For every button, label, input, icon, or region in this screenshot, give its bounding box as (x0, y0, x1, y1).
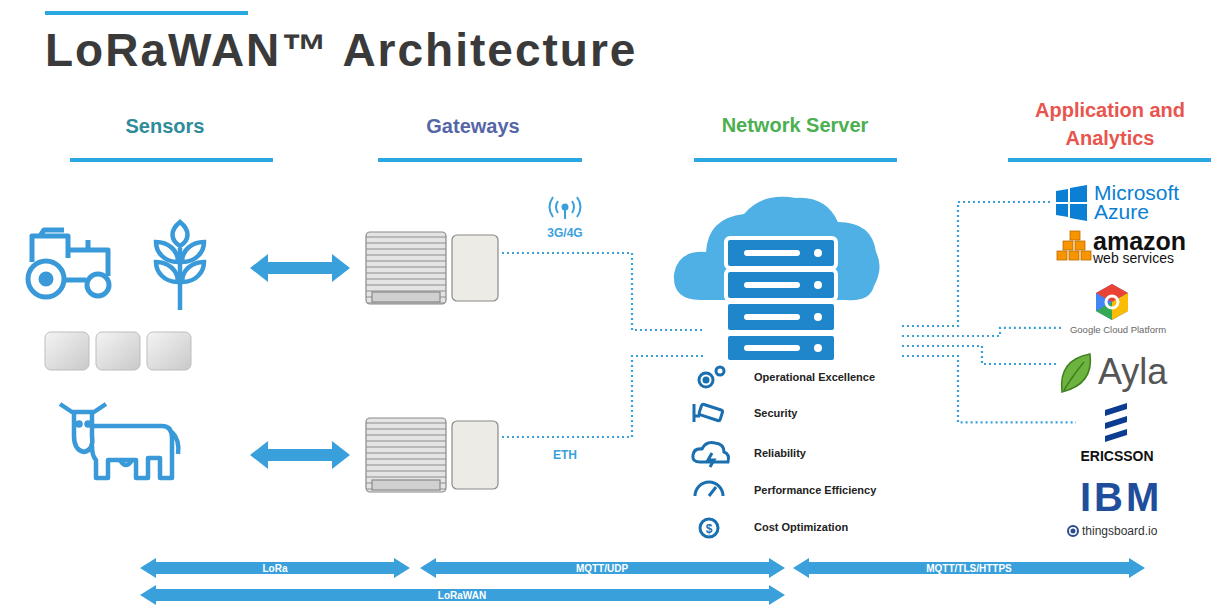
azure-logo: Microsoft Azure (1052, 183, 1194, 221)
dotted-connector (902, 356, 1076, 422)
protocol-label: MQTT/TLS/HTTPS (926, 563, 1012, 574)
ibm-logo: IBM (1080, 476, 1162, 518)
link-label: ETH (553, 448, 577, 462)
protocol-label: MQTT/UDP (576, 563, 628, 574)
thingsboard-logo: thingsboard.io (1066, 523, 1157, 539)
column-header: Sensors (126, 115, 205, 138)
logo-text: Ayla (1098, 352, 1167, 392)
logo-text: IBM (1080, 476, 1162, 518)
diagram-title: LoRaWAN™ Architecture (45, 22, 637, 78)
svg-text:$: $ (706, 522, 713, 536)
feature-text: Operational Excellence (754, 370, 875, 384)
feature-text: Performance Efficiency (754, 483, 876, 497)
logo-text: amazon (1093, 229, 1186, 253)
google-cloud-logo: Google Cloud Platform (1062, 282, 1174, 336)
logo-text: Microsoft Azure (1094, 183, 1194, 221)
logo-text: Google Cloud Platform (1062, 324, 1174, 336)
column-header: Gateways (426, 115, 519, 138)
protocol-label: LoRa (263, 563, 288, 574)
feature-text: Reliability (754, 446, 806, 460)
network-server: Operational ExcellenceSecurityReliabilit… (668, 190, 902, 542)
dotted-connector (902, 202, 1052, 326)
logo-text: web services (1093, 251, 1186, 265)
column-header: Network Server (722, 114, 869, 137)
dotted-connector (902, 328, 1062, 336)
link-label: 3G/4G (547, 226, 582, 240)
feature-text: Cost Optimization (754, 520, 848, 534)
column-header: Application and Analytics (1010, 96, 1210, 152)
logo-text: ERICSSON (1076, 448, 1158, 464)
logo-text: thingsboard.io (1082, 523, 1157, 539)
protocol-label: LoRaWAN (438, 590, 486, 601)
ayla-logo: Ayla (1056, 352, 1167, 392)
aws-logo: amazonweb services (1052, 229, 1186, 265)
ericsson-logo: ERICSSON (1076, 400, 1158, 464)
feature-text: Security (754, 406, 797, 420)
dotted-connector (902, 346, 1056, 364)
